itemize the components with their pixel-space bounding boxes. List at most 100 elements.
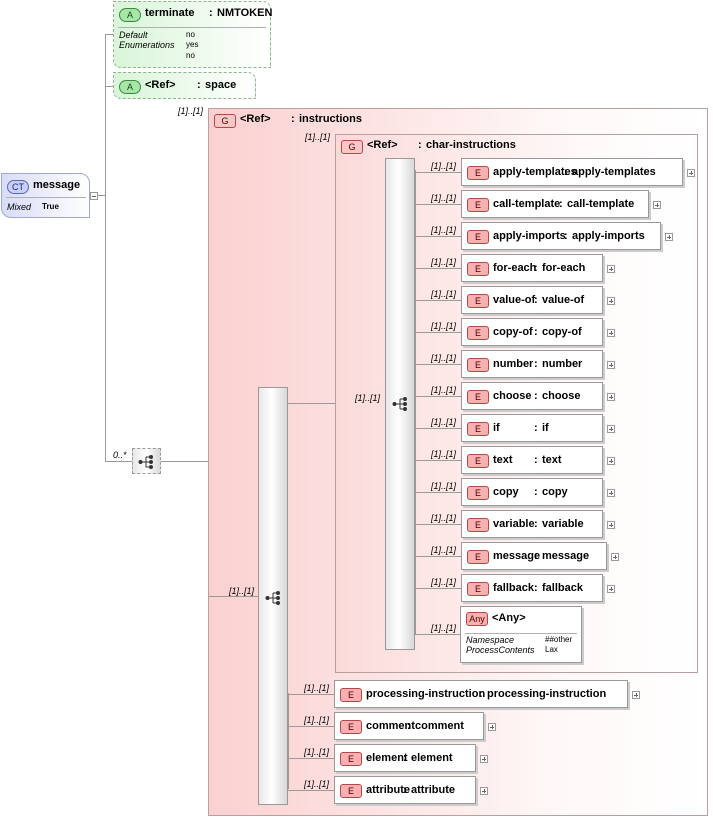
expand-icon[interactable] xyxy=(632,691,640,699)
connector-root-trunk xyxy=(105,34,106,461)
seq-inner-multiplicity: [1]..[1] xyxy=(355,393,381,403)
element-badge-icon: E xyxy=(467,262,489,276)
element-sep: : xyxy=(534,550,538,562)
element-sep: : xyxy=(564,230,568,242)
divider xyxy=(118,27,266,28)
element-multiplicity: [1]..[1] xyxy=(431,385,457,395)
sequence-compositor-outer[interactable] xyxy=(258,387,288,805)
element-badge-icon: E xyxy=(467,518,489,532)
element-multiplicity: [1]..[1] xyxy=(431,513,457,523)
attribute-terminate[interactable]: A terminate : NMTOKEN Default no Enumera… xyxy=(113,1,273,68)
expand-icon[interactable] xyxy=(607,297,615,305)
group-name: <Ref> xyxy=(367,139,398,151)
element-badge-icon: E xyxy=(467,198,489,212)
element-multiplicity: [1]..[1] xyxy=(431,449,457,459)
attribute-badge-icon: A xyxy=(119,8,141,22)
element-badge-icon: E xyxy=(467,422,489,436)
element-name: apply-imports xyxy=(493,230,566,242)
connector-element xyxy=(415,556,461,557)
group-type: char-instructions xyxy=(426,139,516,151)
element-multiplicity: [1]..[1] xyxy=(431,161,457,171)
expand-icon[interactable] xyxy=(607,425,615,433)
expand-icon[interactable] xyxy=(607,457,615,465)
element-multiplicity: [1]..[1] xyxy=(304,747,330,757)
expand-icon[interactable] xyxy=(653,201,661,209)
expand-icon[interactable] xyxy=(607,265,615,273)
expand-icon[interactable] xyxy=(488,723,496,731)
sequence-icon xyxy=(138,455,153,469)
root-name: message xyxy=(33,179,81,191)
collapse-toggle-icon[interactable] xyxy=(90,192,98,200)
element-multiplicity: [1]..[1] xyxy=(304,779,330,789)
expand-icon[interactable] xyxy=(607,329,615,337)
element-type: apply-imports xyxy=(572,230,645,242)
element-type: for-each xyxy=(542,262,586,274)
any-element[interactable]: Any <Any> Namespace ##other ProcessConte… xyxy=(460,606,582,663)
element-name: text xyxy=(493,454,513,466)
element-sep: : xyxy=(559,198,563,210)
prop-value-enum-1: yes xyxy=(186,40,199,49)
expand-icon[interactable] xyxy=(607,585,615,593)
element-multiplicity: [1]..[1] xyxy=(431,289,457,299)
sequence-compositor-inner[interactable] xyxy=(385,158,415,650)
group-sep: : xyxy=(418,139,422,151)
expand-icon[interactable] xyxy=(607,393,615,401)
element-type: value-of xyxy=(542,294,585,306)
element-multiplicity: [1]..[1] xyxy=(431,623,457,633)
connector-element xyxy=(288,694,334,695)
element-name: copy xyxy=(493,486,519,498)
element-sep: : xyxy=(534,518,538,530)
sequence-compositor-main[interactable] xyxy=(132,448,161,474)
element-multiplicity: [1]..[1] xyxy=(431,417,457,427)
prop-label-enumerations: Enumerations xyxy=(119,40,175,50)
connector-root-stub xyxy=(97,195,106,196)
element-badge-icon: E xyxy=(467,166,489,180)
element-sep: : xyxy=(479,688,483,700)
attribute-space[interactable]: A <Ref> : space xyxy=(113,72,256,99)
element-name: variable xyxy=(493,518,535,530)
root-complex-type[interactable]: CT message Mixed True xyxy=(1,173,90,218)
expand-icon[interactable] xyxy=(480,787,488,795)
expand-icon[interactable] xyxy=(665,233,673,241)
element-sep: : xyxy=(534,390,538,402)
element-name: number xyxy=(493,358,534,370)
connector-terminate xyxy=(105,34,113,35)
expand-icon[interactable] xyxy=(480,755,488,763)
element-name: attribute xyxy=(366,784,410,796)
group-char-multiplicity: [1]..[1] xyxy=(305,132,331,142)
expand-icon[interactable] xyxy=(611,553,619,561)
attribute-type: NMTOKEN xyxy=(217,7,273,19)
element-multiplicity: [1]..[1] xyxy=(431,577,457,587)
element-type: if xyxy=(542,422,549,434)
expand-icon[interactable] xyxy=(687,169,695,177)
expand-icon[interactable] xyxy=(607,361,615,369)
prop-label-namespace: Namespace xyxy=(466,635,515,645)
element-type: variable xyxy=(542,518,584,530)
element-multiplicity: [1]..[1] xyxy=(304,715,330,725)
expand-icon[interactable] xyxy=(607,489,615,497)
element-type: apply-templates xyxy=(572,166,656,178)
element-name: value-of xyxy=(493,294,536,306)
connector-element xyxy=(415,428,461,429)
expand-icon[interactable] xyxy=(607,521,615,529)
group-instructions-multiplicity: [1]..[1] xyxy=(178,106,204,116)
connector-element xyxy=(415,460,461,461)
